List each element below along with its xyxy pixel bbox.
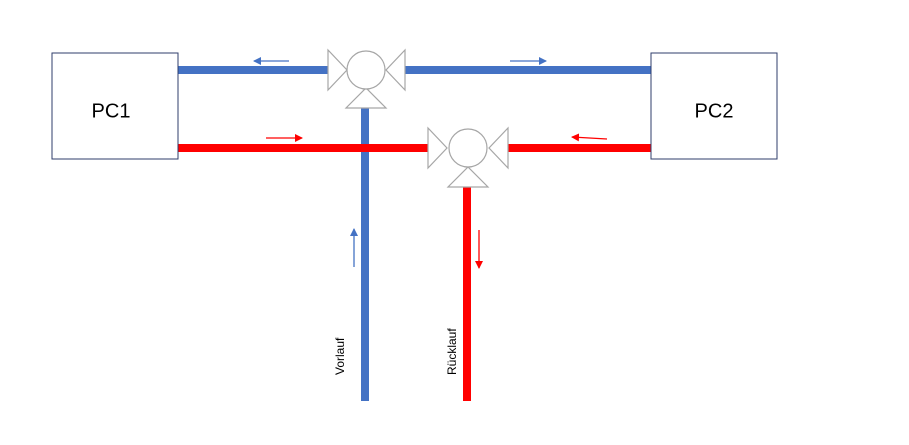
pc2-label: PC2 [695, 100, 734, 122]
arrow-return-from-pc2 [571, 133, 608, 142]
valve-return-body [448, 128, 488, 168]
valve-return-right-wedge [488, 126, 509, 170]
supply-pipes [178, 66, 651, 401]
three-way-valve-supply [327, 48, 406, 109]
flow-arrows [253, 57, 608, 269]
three-way-valve-return [427, 126, 509, 188]
valve-return-left-wedge [427, 126, 448, 170]
return-pipes [178, 144, 651, 401]
valve-supply-left-wedge [327, 48, 348, 92]
node-pc1: PC1 [51, 52, 179, 160]
valve-supply-body [346, 50, 386, 90]
pc2-box [650, 52, 778, 160]
pc1-label: PC1 [92, 100, 131, 122]
return-label: Rücklauf [445, 328, 459, 375]
pc1-box [51, 52, 179, 160]
valve-return-bottom-wedge [446, 166, 490, 188]
supply-label: Vorlauf [333, 337, 347, 375]
valve-supply-right-wedge [385, 48, 406, 92]
node-pc2: PC2 [650, 52, 778, 160]
valve-supply-bottom-wedge [344, 87, 388, 109]
